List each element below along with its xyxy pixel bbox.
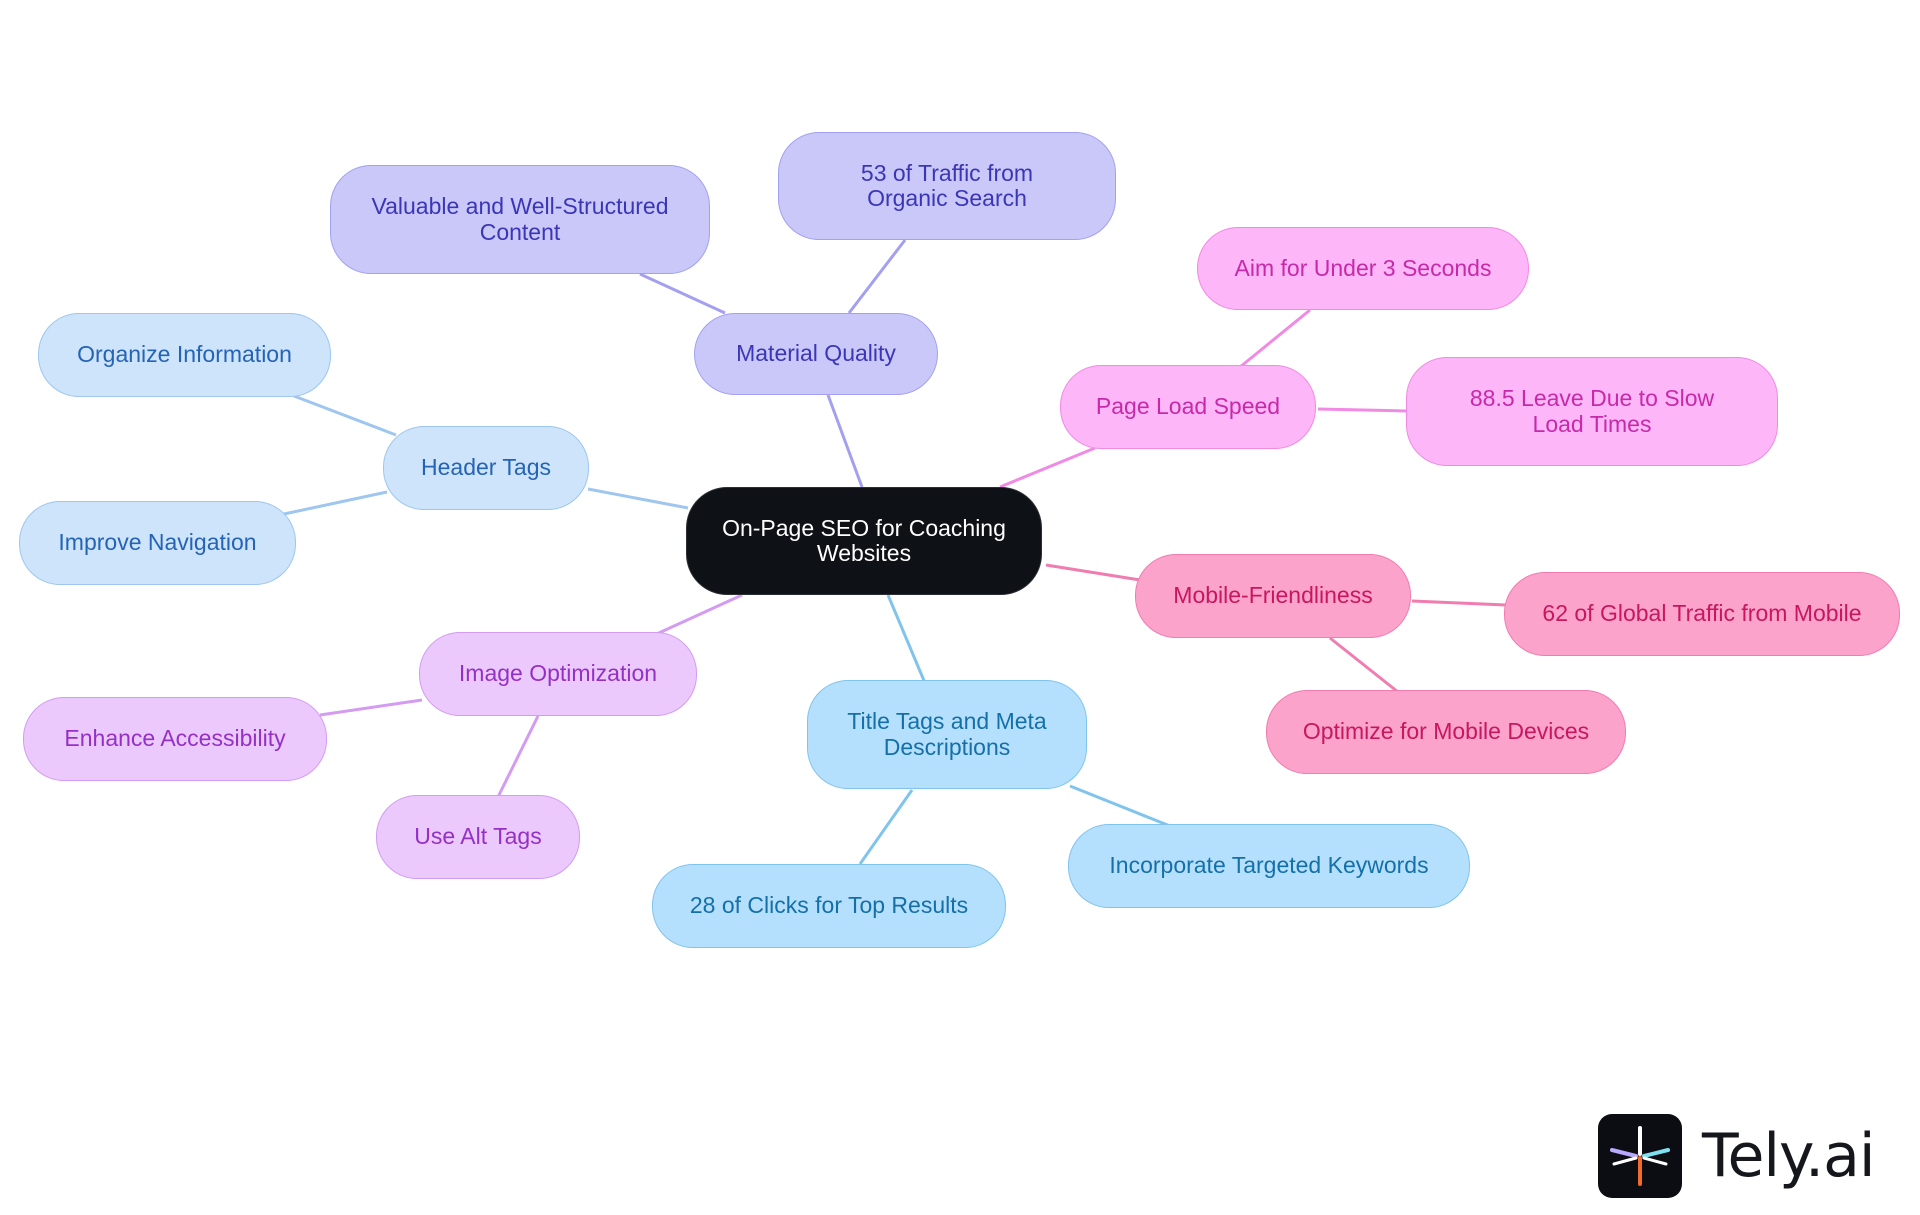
node-improve-navigation[interactable]: Improve Navigation bbox=[19, 501, 296, 585]
edge-root-material-quality bbox=[826, 394, 864, 488]
edge-root-header-tags bbox=[587, 487, 689, 510]
edge-header-organize bbox=[293, 394, 397, 437]
edge-image-alt bbox=[496, 715, 540, 798]
node-header-tags[interactable]: Header Tags bbox=[383, 426, 589, 510]
node-enhance-accessibility[interactable]: Enhance Accessibility bbox=[23, 697, 327, 781]
node-organic-traffic[interactable]: 53 of Traffic from Organic Search bbox=[778, 132, 1116, 240]
node-organize-information[interactable]: Organize Information bbox=[38, 313, 331, 397]
edge-speed-leave bbox=[1317, 407, 1409, 413]
tely-logo-icon bbox=[1598, 1114, 1682, 1198]
edge-root-title-tags bbox=[886, 594, 927, 684]
edge-title-keywords bbox=[1069, 784, 1171, 828]
edge-material-traffic bbox=[847, 239, 907, 314]
node-global-mobile-traffic[interactable]: 62 of Global Traffic from Mobile bbox=[1504, 572, 1900, 656]
node-mobile-friendliness[interactable]: Mobile-Friendliness bbox=[1135, 554, 1411, 638]
node-image-optimization[interactable]: Image Optimization bbox=[419, 632, 697, 716]
edge-image-accessibility bbox=[319, 698, 423, 717]
node-use-alt-tags[interactable]: Use Alt Tags bbox=[376, 795, 580, 879]
node-slow-load-leave[interactable]: 88.5 Leave Due to Slow Load Times bbox=[1406, 357, 1778, 466]
edge-root-image-optimization bbox=[649, 593, 743, 639]
edge-mobile-optimize bbox=[1329, 636, 1399, 694]
root-node[interactable]: On-Page SEO for Coaching Websites bbox=[686, 487, 1042, 595]
edge-root-mobile-friendliness bbox=[1045, 563, 1141, 582]
edge-header-navigation bbox=[283, 490, 388, 516]
tely-logo-glyph bbox=[1610, 1126, 1670, 1186]
node-targeted-keywords[interactable]: Incorporate Targeted Keywords bbox=[1068, 824, 1470, 908]
edge-material-valuable bbox=[639, 272, 726, 315]
node-valuable-content[interactable]: Valuable and Well-Structured Content bbox=[330, 165, 710, 274]
node-page-load-speed[interactable]: Page Load Speed bbox=[1060, 365, 1316, 449]
node-aim-under-3s[interactable]: Aim for Under 3 Seconds bbox=[1197, 227, 1529, 310]
node-material-quality[interactable]: Material Quality bbox=[694, 313, 938, 395]
node-clicks-top-results[interactable]: 28 of Clicks for Top Results bbox=[652, 864, 1006, 948]
edge-speed-aim bbox=[1239, 308, 1311, 369]
edge-mobile-global bbox=[1411, 599, 1507, 607]
node-optimize-mobile[interactable]: Optimize for Mobile Devices bbox=[1266, 690, 1626, 774]
edge-root-page-load-speed bbox=[999, 446, 1096, 489]
edge-title-clicks bbox=[858, 789, 914, 865]
tely-logo: Tely.ai bbox=[1598, 1114, 1876, 1198]
logo-text: Tely.ai bbox=[1702, 1121, 1876, 1191]
node-title-tags[interactable]: Title Tags and Meta Descriptions bbox=[807, 680, 1087, 789]
